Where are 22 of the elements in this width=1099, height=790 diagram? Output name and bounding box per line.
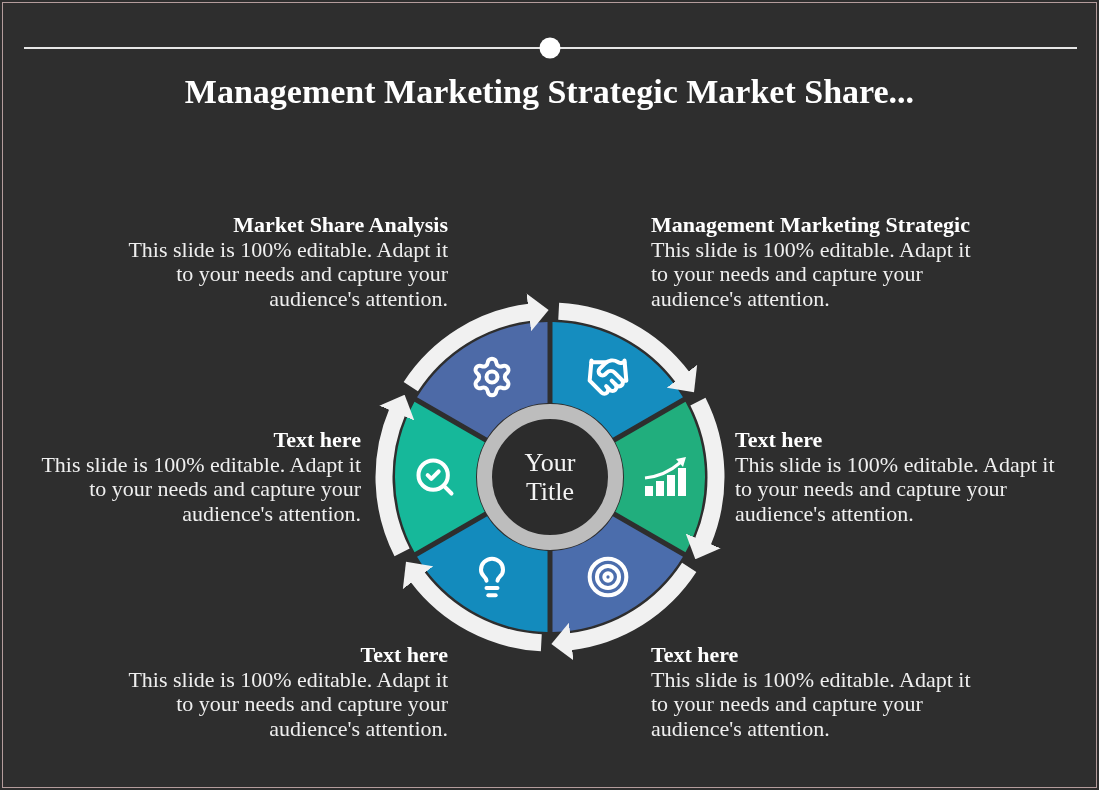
- wheel-segment: [552, 516, 683, 632]
- item-heading: Text here: [360, 643, 448, 668]
- cycle-arrow: [551, 562, 697, 661]
- item-description: This slide is 100% editable. Adapt it to your needs and capture your audience's attention.: [40, 452, 361, 526]
- center-title: Your Title: [523, 448, 577, 506]
- item-description: This slide is 100% editable. Adapt it to your needs and capture your audience's attention.: [735, 452, 1056, 526]
- item-description: This slide is 100% editable. Adapt it to your needs and capture your audience's attention.: [651, 667, 972, 741]
- item-description: This slide is 100% editable. Adapt it to your needs and capture your audience's attention.: [127, 237, 448, 311]
- item-heading: Text here: [273, 428, 361, 453]
- item-heading: Market Share Analysis: [233, 213, 448, 238]
- wheel-segment: [395, 401, 485, 553]
- item-heading: Text here: [651, 643, 739, 668]
- slide-title: Management Marketing Strategic Market Share...: [183, 72, 916, 112]
- item-description: This slide is 100% editable. Adapt it to your needs and capture your audience's attention.: [651, 237, 972, 311]
- item-heading: Management Marketing Strategic: [651, 213, 970, 238]
- item-heading: Text here: [735, 428, 823, 453]
- item-description: This slide is 100% editable. Adapt it to your needs and capture your audience's attention.: [127, 667, 448, 741]
- wheel-segment: [552, 322, 683, 438]
- cycle-arrow: [403, 293, 549, 392]
- wheel-segment: [417, 516, 548, 632]
- wheel-segment: [417, 322, 548, 438]
- wheel-segment: [615, 401, 705, 553]
